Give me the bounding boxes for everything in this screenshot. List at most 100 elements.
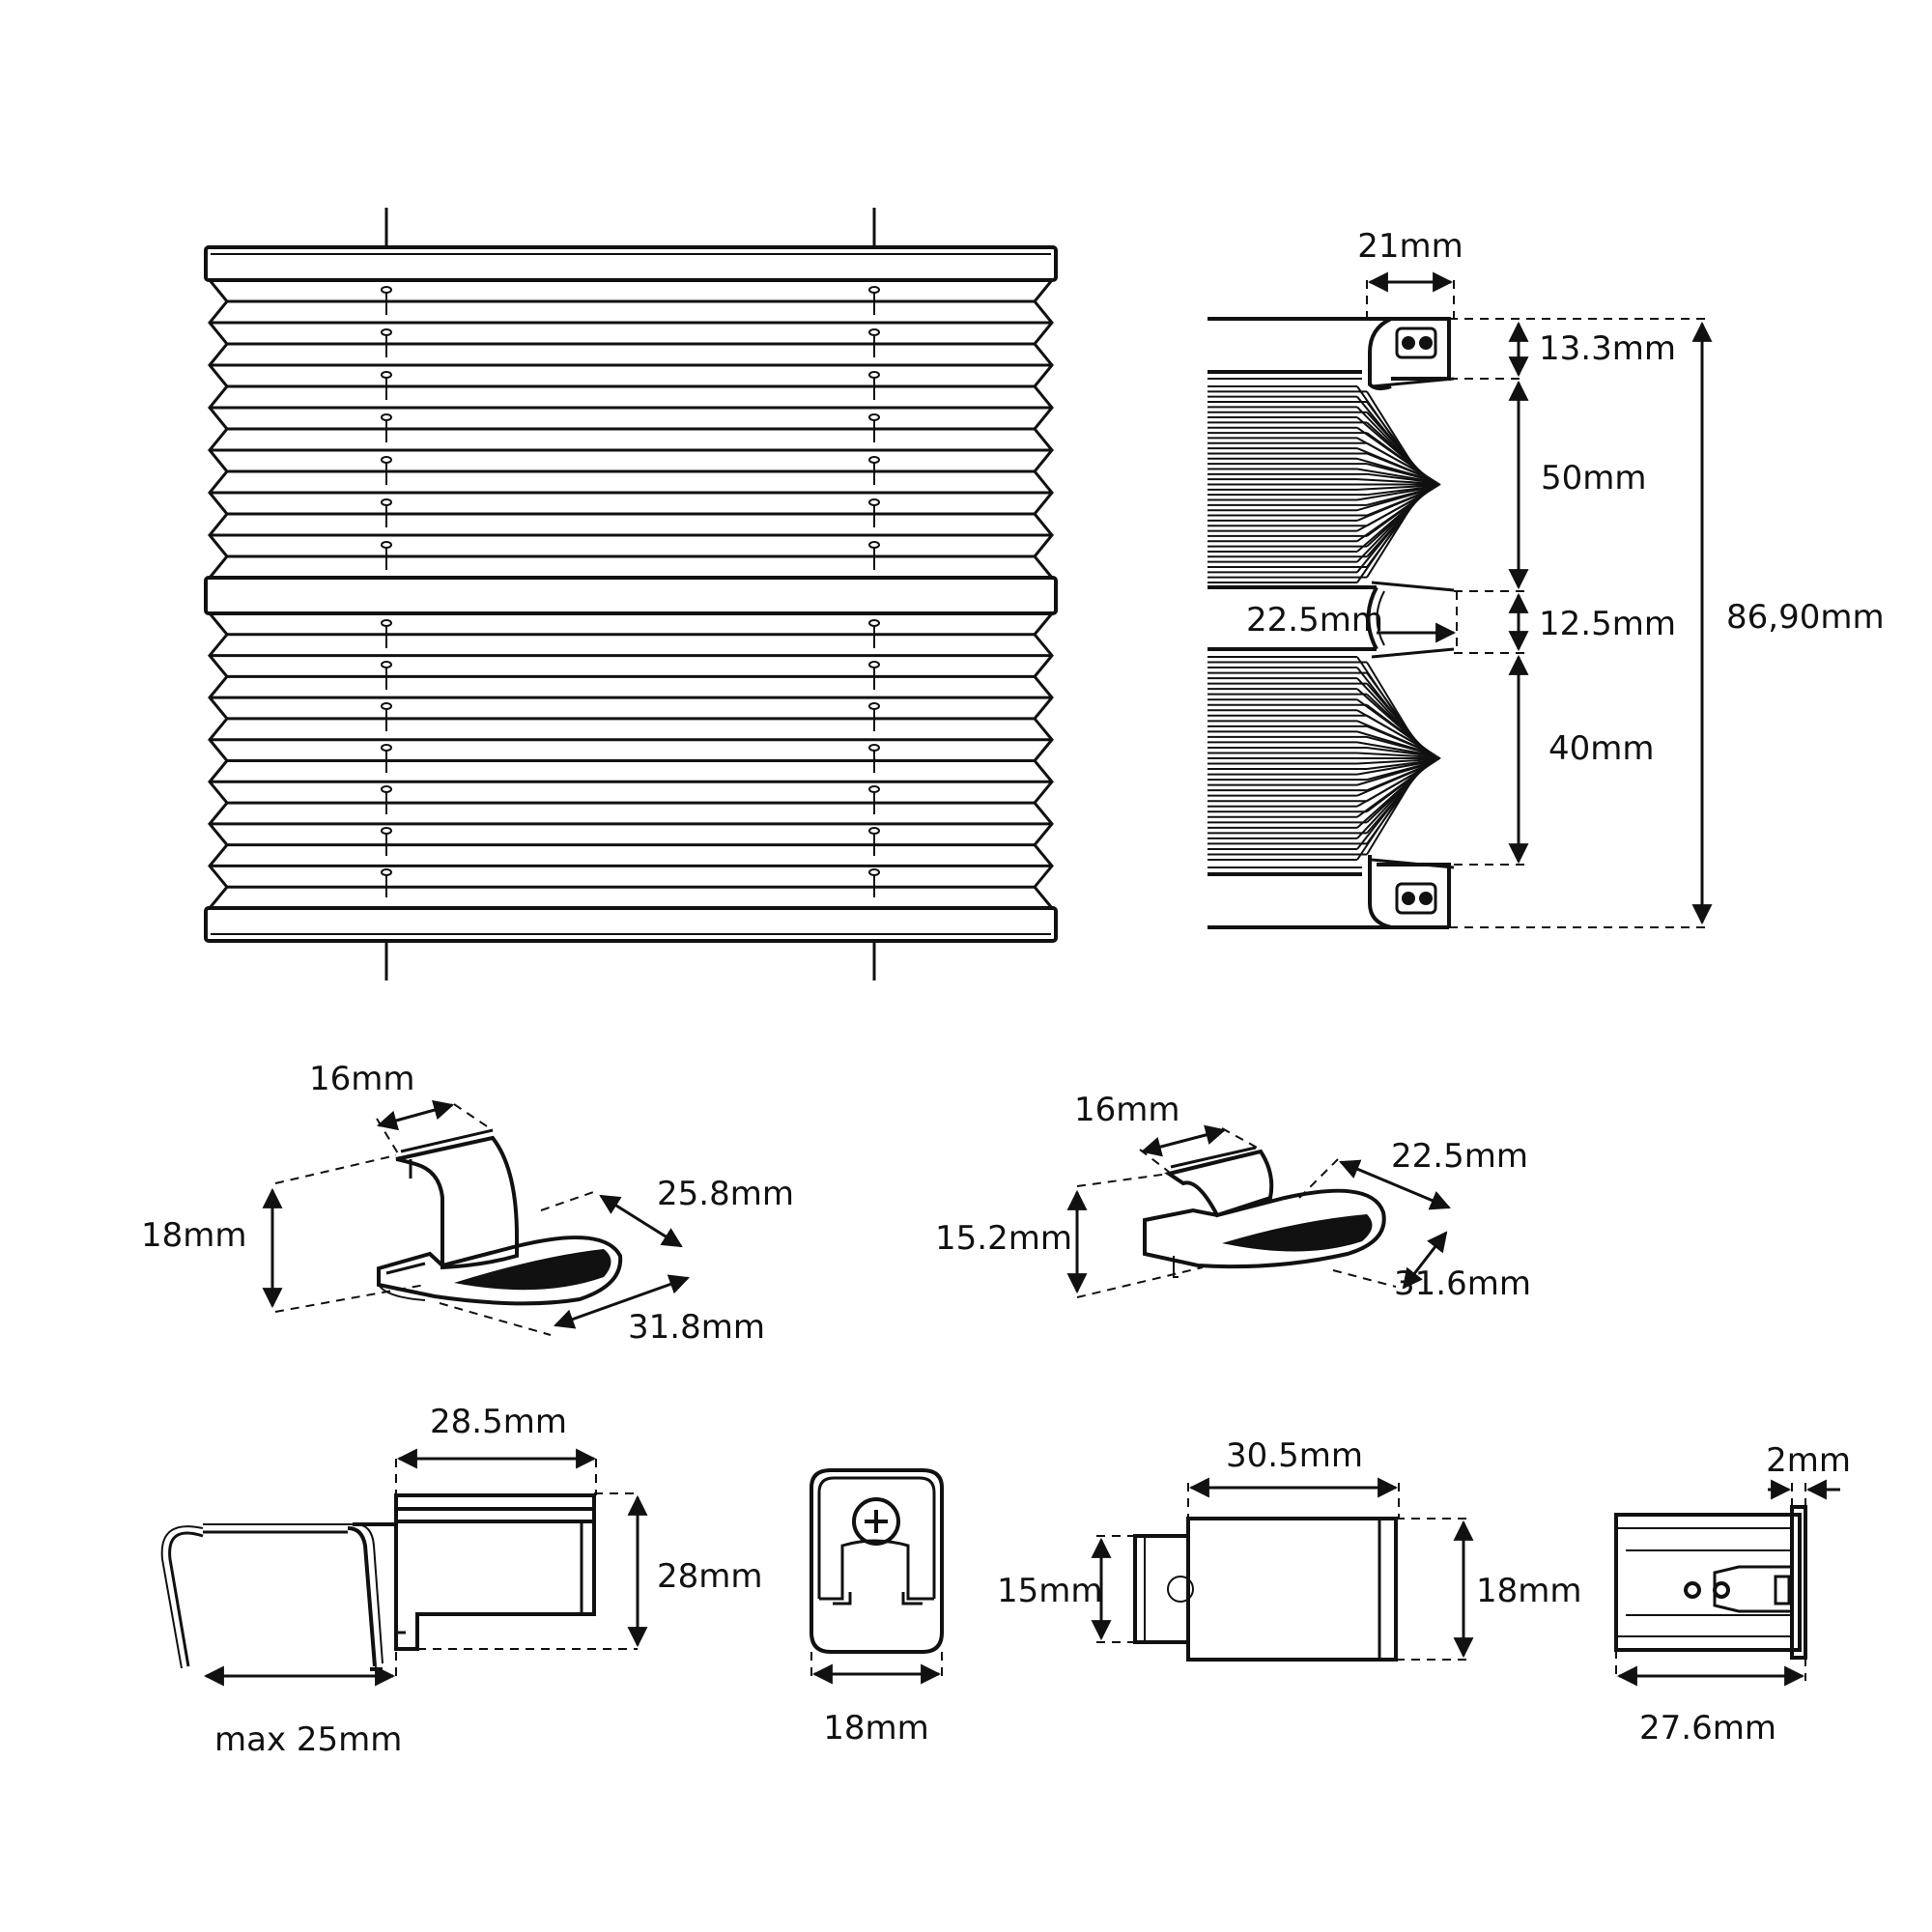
clip-right-dim-depth: 22.5mm (1391, 1137, 1528, 1176)
lower-fabric-stack (1208, 647, 1455, 869)
clip-right-dimensions (1066, 1124, 1451, 1298)
bracket-hook: 28.5mm 28mm max 25mm (160, 1403, 763, 1759)
fabric-fold-line (1356, 741, 1437, 757)
cord-hole (868, 702, 880, 710)
end-cap-side: 30.5mm 15mm 18mm (997, 1436, 1582, 1662)
clip-left-dim-top: 16mm (309, 1060, 415, 1098)
dim-total-height: 86,90mm (1726, 598, 1885, 637)
fabric-edge (1371, 858, 1455, 869)
cord-hole (381, 702, 392, 710)
fabric-fold-line (1356, 478, 1439, 485)
pleat-edge-left (208, 612, 229, 909)
pleat-edge-right (1033, 612, 1054, 909)
end-cap-top-dimensions (1615, 1479, 1840, 1687)
fabric-fold-line (1356, 468, 1437, 484)
cord-hole (381, 744, 392, 752)
cord-hole (868, 456, 880, 464)
fabric-fold-line (1366, 772, 1418, 855)
cord-hole (868, 619, 880, 627)
middle-rail (204, 576, 1058, 615)
cord-hole (381, 413, 392, 421)
cord-holes (381, 286, 880, 897)
fabric-fold-line (1356, 487, 1435, 512)
dim-middle-rail-height: 12.5mm (1539, 605, 1676, 643)
clip-left-dimensions (262, 1099, 690, 1336)
upper-pleats (208, 279, 1054, 579)
cord-hole (381, 785, 392, 793)
fabric-fold-line (1366, 432, 1429, 478)
lower-pleats (208, 612, 1054, 909)
fabric-edge (1371, 647, 1455, 659)
cord-hole (868, 498, 880, 506)
fabric-fold-line (1366, 497, 1418, 579)
upper-fabric-stack (1208, 377, 1455, 592)
side-profile-dimensions (1366, 271, 1713, 928)
fabric-fold-line (1366, 452, 1434, 481)
cord-hole (868, 286, 880, 294)
fabric-fold-line (1366, 485, 1438, 497)
cord-hole (868, 328, 880, 336)
bracket-hook-dimensions (203, 1448, 648, 1687)
fabric-fold-line (1356, 762, 1432, 797)
clip-left-dim-height: 18mm (141, 1216, 247, 1255)
fabric-fold-line (1356, 498, 1416, 583)
cord-hole (381, 541, 392, 549)
screw-bracket-dim-width: 18mm (823, 1709, 929, 1747)
top-rail-profile (1208, 317, 1451, 391)
end-cap-side-dimensions (1091, 1477, 1474, 1661)
fabric-fold-line (1366, 693, 1426, 750)
fabric-fold-line (1356, 759, 1437, 776)
cord-hole (868, 827, 880, 835)
fabric-fold-line (1356, 773, 1416, 861)
end-cap-side-dim-left-height: 15mm (997, 1572, 1103, 1610)
cord-hole (868, 413, 880, 421)
end-cap-top: 2mm 27.6mm (1614, 1441, 1851, 1747)
end-cap-top-dim-length: 27.6mm (1639, 1709, 1776, 1747)
fabric-fold-line (1356, 761, 1435, 786)
bracket-hook-dim-clamp: max 25mm (214, 1720, 402, 1759)
cord-hole (381, 661, 392, 668)
cord-hole (868, 661, 880, 668)
cord-hole (868, 371, 880, 379)
clip-left-dim-depth: 25.8mm (657, 1175, 794, 1213)
fabric-fold-line (1366, 703, 1429, 752)
fabric-edge (1371, 377, 1455, 388)
pleat-edge-left (208, 279, 229, 579)
bracket-hook-dim-width: 28.5mm (430, 1403, 567, 1441)
screw-bracket: 18mm (810, 1468, 944, 1747)
fabric-fold-line (1366, 714, 1431, 753)
cord-hole (868, 785, 880, 793)
fabric-fold-line (1366, 463, 1435, 483)
cord-hole (381, 619, 392, 627)
cord-hole (868, 744, 880, 752)
fabric-fold-line (1366, 735, 1435, 756)
fabric-fold-line (1366, 441, 1431, 479)
clip-left: 16mm 18mm 25.8mm 31.8mm (141, 1060, 794, 1347)
cord-hole (868, 541, 880, 549)
top-rail (204, 245, 1058, 282)
cord-hole (381, 827, 392, 835)
fabric-fold-line (1356, 752, 1439, 759)
fabric-fold-line (1356, 489, 1432, 522)
blind-side-profile: 21mm 13.3mm 50mm 22.5mm 12.5mm 40mm 86,9… (1208, 227, 1885, 929)
fabric-fold-line (1356, 484, 1439, 491)
clip-right: 16mm 15.2mm 22.5mm 31.6mm (935, 1091, 1531, 1303)
clip-right-dim-height: 15.2mm (935, 1219, 1072, 1258)
end-cap-top-dim-lip: 2mm (1766, 1441, 1851, 1480)
clip-right-dim-top: 16mm (1074, 1091, 1180, 1129)
clip-right-dim-length: 31.6mm (1394, 1264, 1531, 1303)
cord-hole (381, 868, 392, 876)
cord-hole (868, 868, 880, 876)
pleat-edge-right (1033, 279, 1054, 579)
clip-left-dim-length: 31.8mm (628, 1308, 765, 1347)
dim-lower-fabric: 40mm (1548, 729, 1655, 768)
middle-rail-profile (1208, 585, 1385, 651)
end-cap-side-dim-width: 30.5mm (1226, 1436, 1363, 1475)
dim-top-rail-height: 13.3mm (1539, 329, 1676, 368)
screw-bracket-dimensions (810, 1652, 943, 1685)
fabric-edge (1371, 581, 1455, 592)
cord-hole (381, 328, 392, 336)
bottom-rail (204, 906, 1058, 943)
fabric-fold-line (1366, 724, 1434, 754)
